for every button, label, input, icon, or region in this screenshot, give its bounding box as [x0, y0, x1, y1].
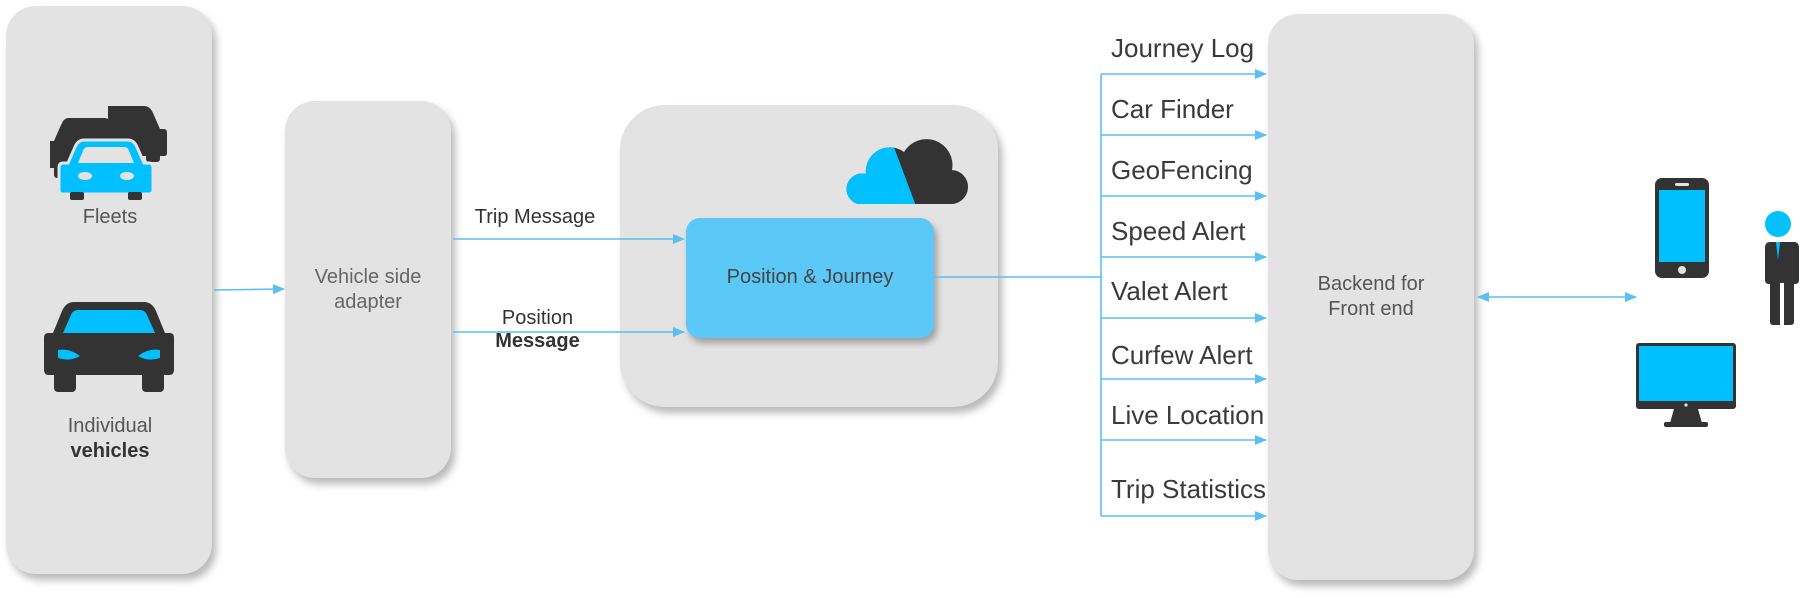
monitor-icon	[1636, 343, 1736, 427]
person-icon	[1762, 211, 1799, 325]
service-label-speed-alert: Speed Alert	[1111, 216, 1246, 246]
individual-label-line1: Individual	[67, 415, 153, 437]
backend-panel	[1268, 14, 1474, 580]
adapter-panel	[285, 101, 451, 478]
service-label-live-location: Live Location	[1111, 400, 1265, 430]
individual-label-line2: vehicles	[70, 440, 150, 462]
adapter-label-line2: adapter	[334, 291, 402, 313]
backend-label-line2: Front end	[1328, 298, 1414, 320]
smartphone-icon	[1655, 178, 1709, 278]
position-message-label: Position Message	[455, 307, 620, 353]
position-journey-label: Position & Journey	[726, 266, 894, 288]
service-label-geofencing: GeoFencing	[1111, 155, 1253, 185]
position-journey-box	[686, 218, 934, 338]
backend-label-line1: Backend for	[1317, 273, 1425, 295]
adapter-label: Vehicle side adapter	[285, 265, 451, 315]
adapter-label-line1: Vehicle side	[314, 266, 422, 288]
cars-group-icon	[50, 106, 167, 200]
fleets-label: Fleets	[82, 206, 138, 228]
vehicles-to-adapter-arrow	[213, 284, 285, 295]
backend-label: Backend for Front end	[1268, 272, 1474, 322]
service-label-car-finder: Car Finder	[1111, 94, 1234, 124]
trip-message-label: Trip Message	[474, 206, 596, 228]
car-front-icon	[44, 302, 174, 392]
service-label-curfew-alert: Curfew Alert	[1111, 340, 1253, 370]
cloud-icon	[846, 139, 968, 205]
service-label-journey-log: Journey Log	[1111, 33, 1255, 63]
individual-vehicles-label: Individual vehicles	[40, 414, 180, 464]
vehicles-panel	[6, 6, 212, 574]
position-message-line2: Message	[495, 330, 580, 352]
service-label-trip-statistics: Trip Statistics	[1111, 474, 1267, 504]
service-label-valet-alert: Valet Alert	[1111, 276, 1228, 306]
position-message-line1: Position	[501, 307, 574, 329]
